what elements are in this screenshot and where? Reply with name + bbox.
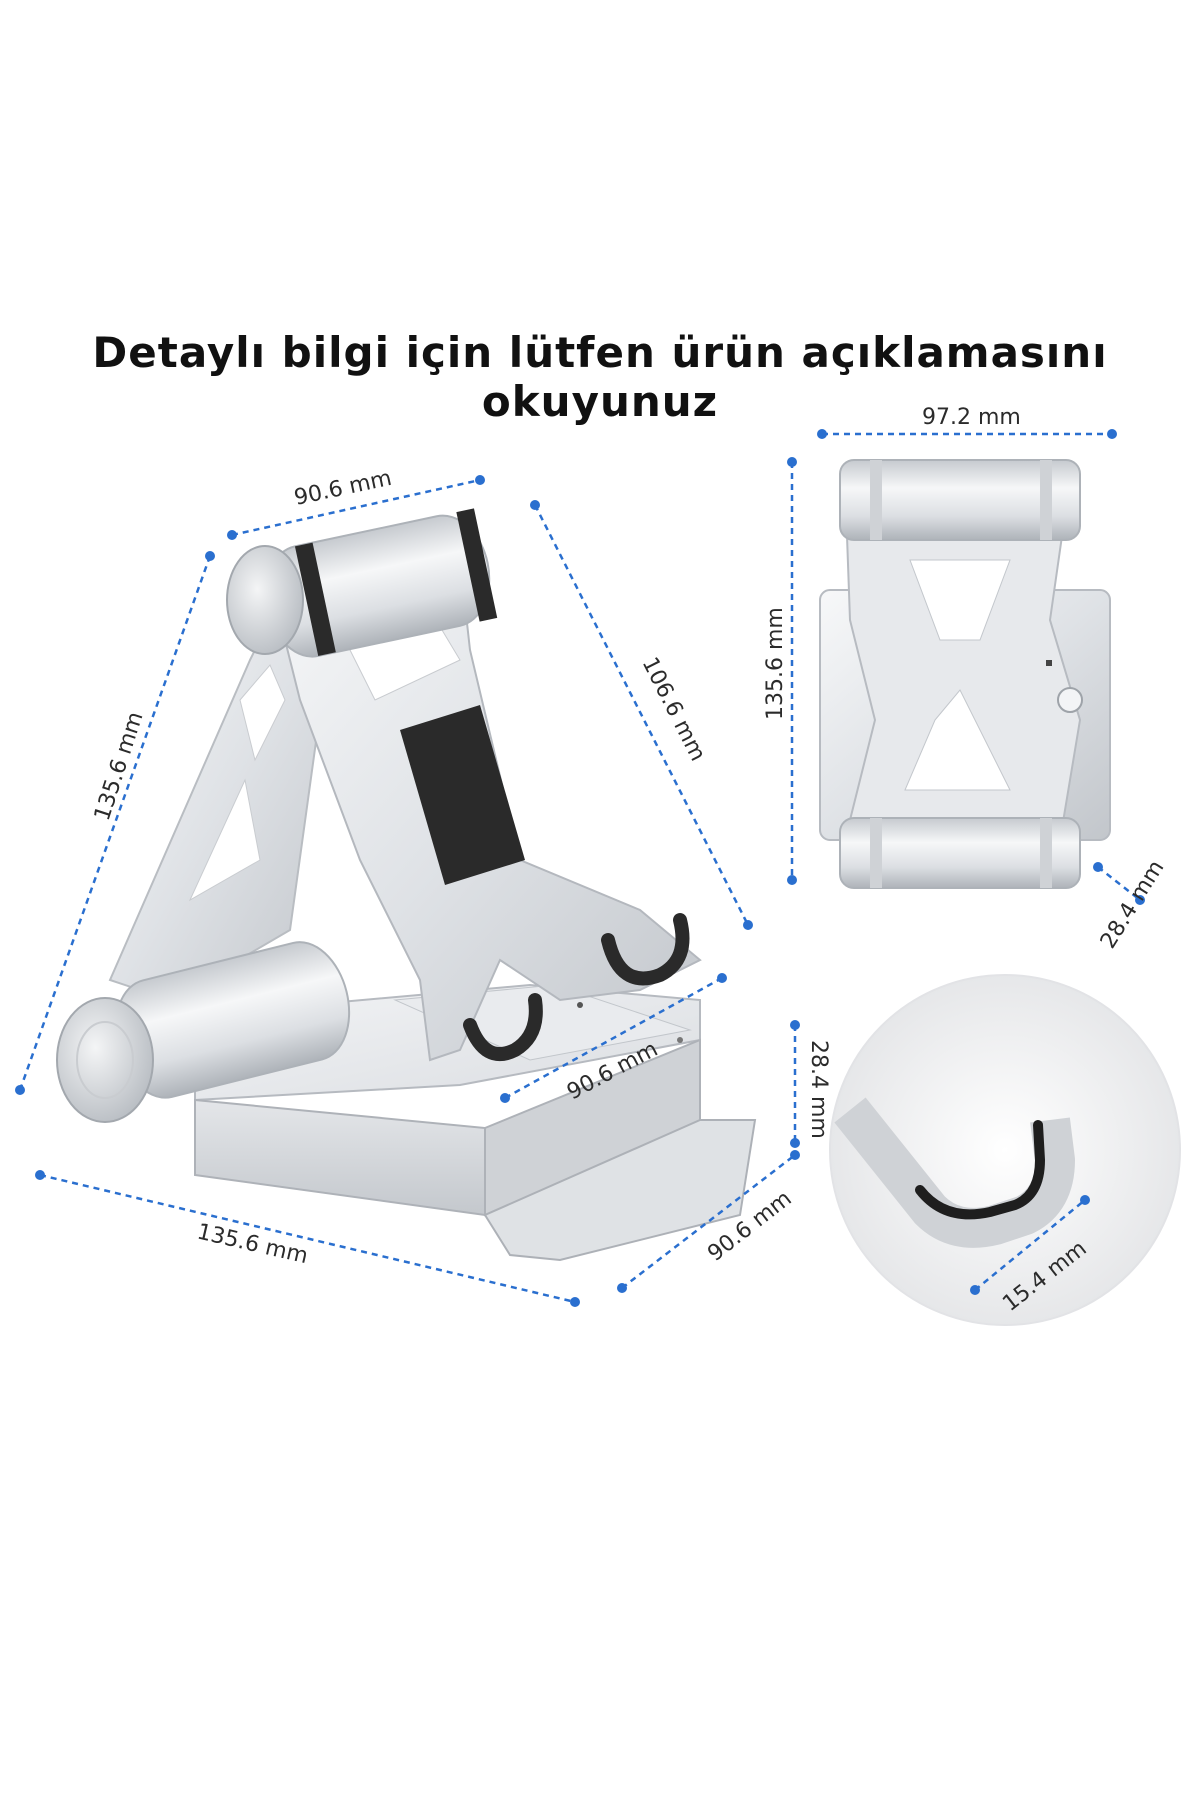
dim-folded-height: 135.6 mm — [763, 607, 788, 720]
dimension-lines — [18, 432, 1141, 1304]
stand-main-view — [56, 508, 757, 1262]
dim-main-height: 135.6 mm — [90, 709, 149, 824]
dim-main-top-width: 90.6 mm — [292, 466, 394, 511]
headline: Detaylı bilgi için lütfen ürün açıklamas… — [92, 328, 1108, 426]
dim-folded-width: 97.2 mm — [922, 405, 1021, 430]
dim-main-arm-length: 106.6 mm — [637, 653, 711, 765]
dim-main-base-length: 135.6 mm — [195, 1219, 311, 1269]
stand-folded-view — [819, 459, 1111, 889]
dim-main-base-height: 28.4 mm — [806, 1040, 831, 1139]
dim-folded-thickness: 28.4 mm — [1096, 856, 1170, 953]
dimension-endpoints — [15, 429, 1145, 1307]
hook-detail-view — [829, 974, 1181, 1326]
